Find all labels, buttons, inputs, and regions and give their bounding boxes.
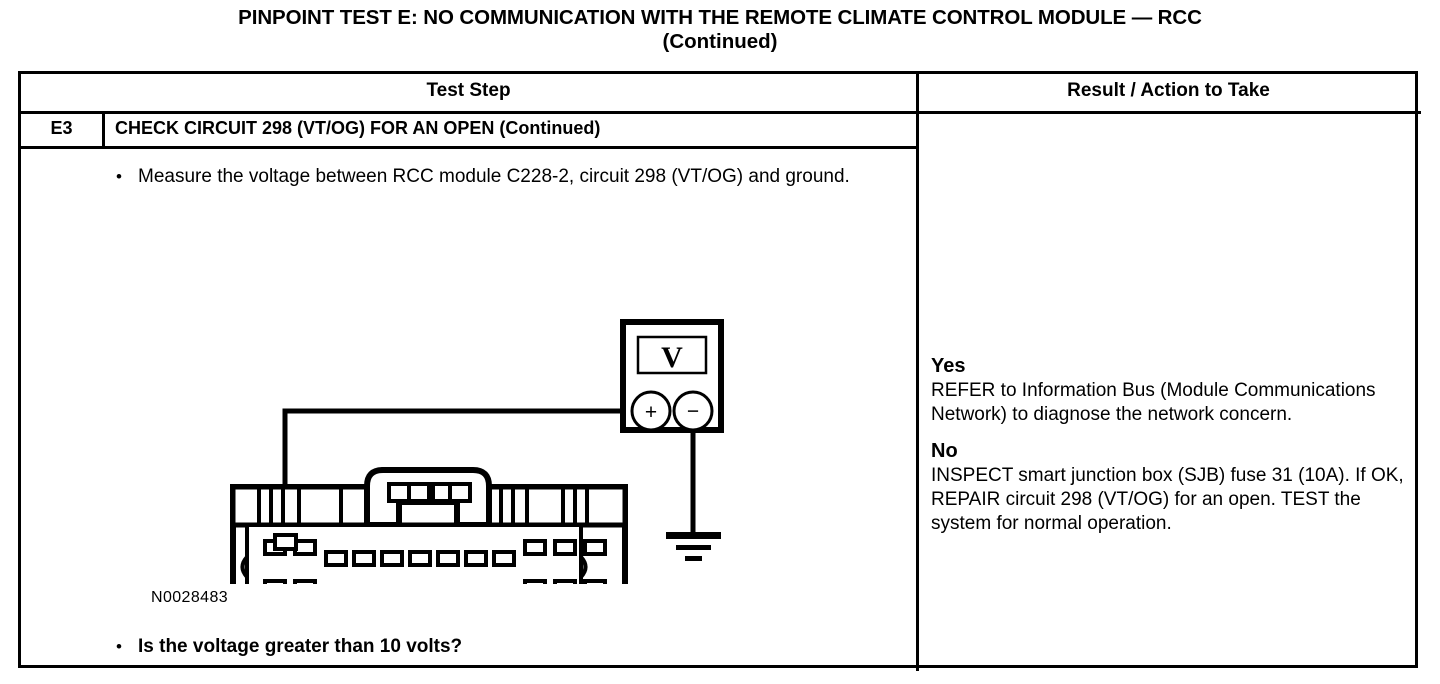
pinpoint-test-table: Test Step Result / Action to Take E3 CHE… xyxy=(18,71,1421,671)
target-terminal-cavity-c228-2 xyxy=(273,533,298,551)
terminal-cavity-row-upper xyxy=(263,539,607,567)
page-title-line-2: (Continued) xyxy=(662,30,778,53)
plus-icon: + xyxy=(645,401,657,424)
step-title-label: CHECK CIRCUIT 298 (VT/OG) FOR AN OPEN (C… xyxy=(115,118,601,138)
table-column-divider xyxy=(916,74,919,671)
table-header-divider xyxy=(21,111,1421,114)
voltmeter-connector-diagram: + − V xyxy=(171,234,901,646)
bullet-icon: • xyxy=(116,637,122,656)
result-answer-yes: Yes xyxy=(931,355,966,377)
voltmeter-v-symbol: V xyxy=(661,341,683,374)
voltmeter-negative-jack xyxy=(672,390,714,432)
instruction-list-item: • Measure the voltage between RCC module… xyxy=(116,164,876,190)
c228-connector xyxy=(230,467,628,646)
minus-icon: − xyxy=(687,400,699,423)
column-header-test-step: Test Step xyxy=(426,80,511,101)
result-action-content: Yes REFER to Information Bus (Module Com… xyxy=(931,354,1416,548)
voltmeter-positive-jack xyxy=(630,390,672,432)
voltmeter-display xyxy=(636,335,708,375)
test-question-text: Is the voltage greater than 10 volts? xyxy=(138,636,463,657)
diagram-svg: + − V xyxy=(230,319,724,646)
connector-right-notch xyxy=(579,555,588,579)
page-title: PINPOINT TEST E: NO COMMUNICATION WITH T… xyxy=(0,6,1440,53)
figure-reference-label: N0028483 xyxy=(151,589,229,606)
result-action-no: INSPECT smart junction box (SJB) fuse 31… xyxy=(931,465,1404,534)
page-title-line-1: PINPOINT TEST E: NO COMMUNICATION WITH T… xyxy=(238,6,1202,29)
positive-test-lead xyxy=(282,408,641,489)
bullet-icon: • xyxy=(116,167,122,186)
result-action-yes: REFER to Information Bus (Module Communi… xyxy=(931,380,1376,425)
step-row-divider xyxy=(21,146,916,149)
result-answer-no: No xyxy=(931,440,958,462)
ground-symbol-icon xyxy=(666,532,721,561)
step-id-divider xyxy=(102,114,105,146)
instruction-text: Measure the voltage between RCC module C… xyxy=(138,166,850,187)
voltmeter xyxy=(620,319,724,433)
step-id-label: E3 xyxy=(50,118,73,138)
column-header-result-action: Result / Action to Take xyxy=(1067,80,1270,101)
connector-left-notch xyxy=(240,555,249,579)
test-question-item: • Is the voltage greater than 10 volts? xyxy=(116,634,816,660)
